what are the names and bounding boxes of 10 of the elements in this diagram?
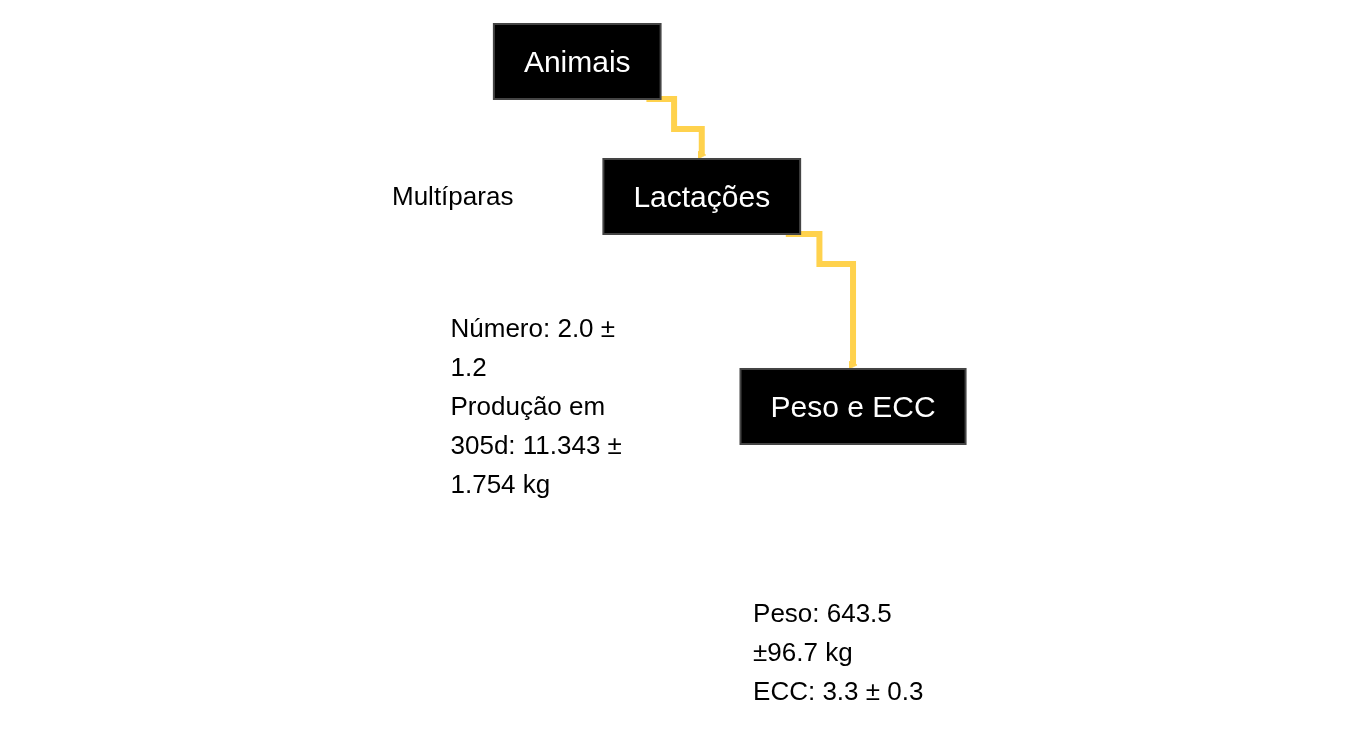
node-label: ECC: 3.3 ± 0.3 (753, 675, 924, 706)
arrow (646, 95, 707, 159)
node-box: Peso e ECC (739, 367, 967, 445)
node-box: Animais (492, 22, 662, 100)
node-box: Lactações (602, 157, 802, 235)
node-label: Número: 2.0 ± 1.2 (450, 312, 616, 382)
node-label: Produção em 305d: 11.343 ± 1.754 kg (450, 390, 622, 499)
arrow (785, 230, 858, 369)
node-label: Peso: 643.5 ±96.7 kg (753, 597, 892, 667)
node-label: Multíparas (391, 180, 514, 211)
